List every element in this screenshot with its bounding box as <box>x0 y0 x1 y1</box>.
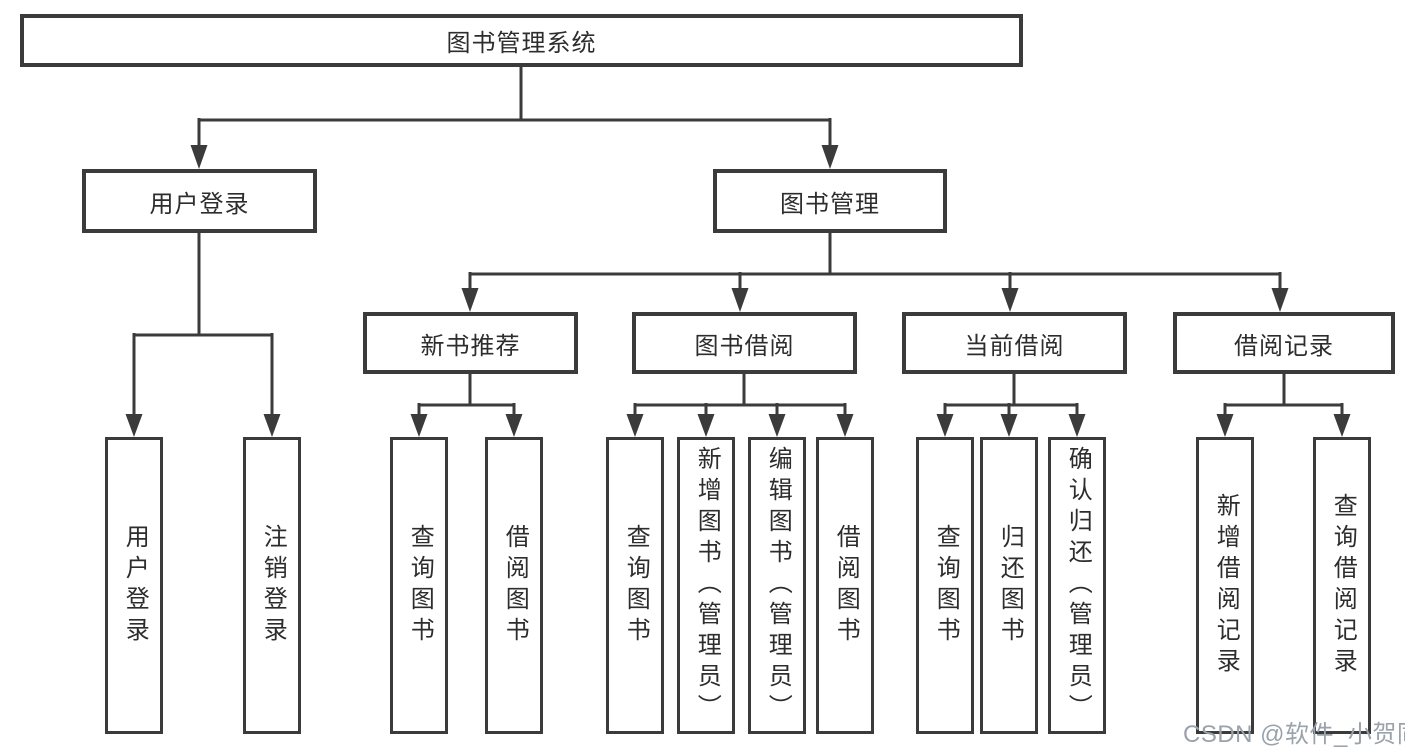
leaf-label: 借阅图书 <box>832 523 860 648</box>
leaf-label: 归还图书 <box>996 523 1024 648</box>
leaf-add-book-admin: 新增图书（管理员） <box>677 437 735 734</box>
leaf-borrow-book-borrow: 借阅图书 <box>816 437 874 734</box>
node-user-login: 用户登录 <box>82 169 317 233</box>
node-book-management: 图书管理 <box>713 169 947 233</box>
leaf-query-book-borrow: 查询图书 <box>606 437 664 734</box>
leaf-label: 用户登录 <box>121 523 149 648</box>
leaf-edit-book-admin: 编辑图书（管理员） <box>748 437 806 734</box>
leaf-label: 确认归还（管理员） <box>1064 446 1092 725</box>
node-current-borrow: 当前借阅 <box>902 312 1127 374</box>
node-book-borrow: 图书借阅 <box>632 312 857 374</box>
leaf-query-book-newrec: 查询图书 <box>390 437 448 734</box>
node-new-book-recommend: 新书推荐 <box>363 312 578 374</box>
leaf-label: 编辑图书（管理员） <box>764 446 792 725</box>
leaf-label: 注销登录 <box>259 523 287 648</box>
node-library-management-system: 图书管理系统 <box>20 14 1023 67</box>
leaf-query-borrow-record: 查询借阅记录 <box>1313 437 1371 734</box>
leaf-label: 查询借阅记录 <box>1329 492 1357 679</box>
leaf-label: 查询图书 <box>406 523 434 648</box>
leaf-return-book: 归还图书 <box>980 437 1038 734</box>
leaf-borrow-book-newrec: 借阅图书 <box>485 437 543 734</box>
node-borrow-records: 借阅记录 <box>1173 312 1395 374</box>
leaf-label: 借阅图书 <box>501 523 529 648</box>
watermark: CSDN @软件_小贺同学 <box>1183 721 1405 748</box>
leaf-user-login: 用户登录 <box>105 437 163 734</box>
leaf-label: 查询图书 <box>622 523 650 648</box>
leaf-confirm-return-admin: 确认归还（管理员） <box>1048 437 1106 734</box>
leaf-label: 新增借阅记录 <box>1212 492 1240 679</box>
leaf-logout-login: 注销登录 <box>243 437 301 734</box>
leaf-label: 查询图书 <box>932 523 960 648</box>
leaf-label: 新增图书（管理员） <box>693 446 721 725</box>
leaf-add-borrow-record: 新增借阅记录 <box>1196 437 1254 734</box>
leaf-query-book-current: 查询图书 <box>916 437 974 734</box>
